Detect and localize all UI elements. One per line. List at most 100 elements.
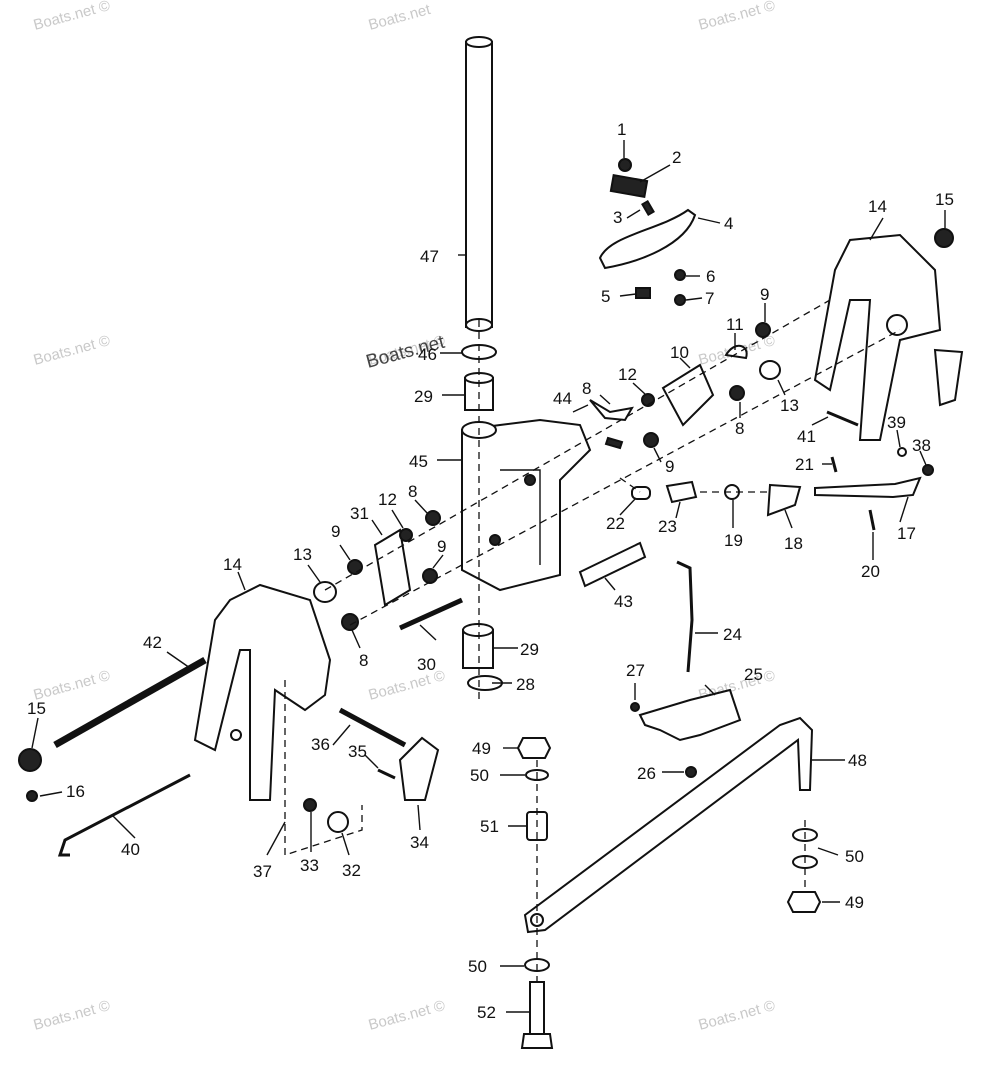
callout: 12 xyxy=(378,490,397,509)
callout: 22 xyxy=(606,514,625,533)
steering-tube xyxy=(465,36,493,332)
callout: 51 xyxy=(480,817,499,836)
callout: 26 xyxy=(637,764,656,783)
watermark: Boats.net © xyxy=(697,0,777,34)
callout: 10 xyxy=(670,343,689,362)
callout: 13 xyxy=(780,396,799,415)
callout: 35 xyxy=(348,742,367,761)
callout: 29 xyxy=(520,640,539,659)
plate-2 xyxy=(609,174,649,198)
callout: 34 xyxy=(410,833,429,852)
callout: 16 xyxy=(66,782,85,801)
screw-3 xyxy=(641,199,655,217)
callout: 27 xyxy=(626,661,645,680)
nut-9-d xyxy=(422,568,438,584)
screw-42 xyxy=(53,656,207,749)
callout: 28 xyxy=(516,675,535,694)
washer-39 xyxy=(897,447,907,457)
watermark: Boats.net xyxy=(367,1,433,34)
screw-35 xyxy=(377,768,396,780)
nut-49-top xyxy=(516,737,552,759)
plate-34 xyxy=(398,736,440,801)
callout: 9 xyxy=(331,522,340,541)
screw-27 xyxy=(630,702,640,712)
callout: 8 xyxy=(359,651,368,670)
swivel-bracket xyxy=(461,418,592,592)
pin-21 xyxy=(830,456,838,473)
callout: 30 xyxy=(417,655,436,674)
callout: 13 xyxy=(293,545,312,564)
screw-7 xyxy=(674,294,686,306)
callout: 36 xyxy=(311,735,330,754)
washer-16 xyxy=(26,790,38,802)
washer-13-left xyxy=(313,581,337,603)
bushing-29-lower xyxy=(462,623,494,669)
callout: 50 xyxy=(470,766,489,785)
dashed-guides xyxy=(284,299,901,985)
lever-18 xyxy=(766,483,802,517)
callout: 4 xyxy=(724,214,733,233)
callout: 15 xyxy=(27,699,46,718)
nut-6 xyxy=(674,269,686,281)
callout: 11 xyxy=(726,315,744,334)
link-23 xyxy=(665,480,698,504)
spring-44 xyxy=(604,436,624,450)
bolt-8-c xyxy=(425,510,441,526)
nut-9-a xyxy=(755,322,771,338)
callout: 49 xyxy=(472,739,491,758)
plate-10 xyxy=(661,363,715,427)
bracket-25 xyxy=(638,688,742,742)
callout: 25 xyxy=(744,665,763,684)
callout: 17 xyxy=(897,524,916,543)
callout: 38 xyxy=(912,436,931,455)
callout: 3 xyxy=(613,208,622,227)
callout: 19 xyxy=(724,531,743,550)
screw-36 xyxy=(338,707,407,748)
callout: 33 xyxy=(300,856,319,875)
screw-41 xyxy=(826,410,859,427)
plate-31 xyxy=(373,528,412,607)
shaft-30 xyxy=(398,597,464,631)
callout: 48 xyxy=(848,751,867,770)
callout: 44 xyxy=(553,389,572,408)
nut-15-right xyxy=(934,228,954,248)
callout: 9 xyxy=(437,537,446,556)
callout: 18 xyxy=(784,534,803,553)
callout: 9 xyxy=(665,457,674,476)
callout: 32 xyxy=(342,861,361,880)
callout: 49 xyxy=(845,893,864,912)
callout: 1 xyxy=(617,120,626,139)
bolt-8-b xyxy=(729,385,745,401)
washer-13-right xyxy=(759,360,781,380)
callout: 24 xyxy=(723,625,742,644)
callout: 23 xyxy=(658,517,677,536)
pin-20 xyxy=(868,509,876,531)
callout: 45 xyxy=(409,452,428,471)
callout: 5 xyxy=(601,287,610,306)
clamp-bracket-right xyxy=(813,233,964,441)
nut-26 xyxy=(685,766,697,778)
nut-49-bottom xyxy=(786,891,822,913)
washer-32 xyxy=(327,811,349,833)
nylon-insert-22 xyxy=(631,486,651,500)
callout: 2 xyxy=(672,148,681,167)
callout: 20 xyxy=(861,562,880,581)
callout-labels: 1 2 3 4 5 6 7 8 9 10 11 12 13 14 15 16 1… xyxy=(27,120,954,1022)
rod-40 xyxy=(57,773,191,857)
callout: 14 xyxy=(868,197,887,216)
clip-5 xyxy=(635,287,651,299)
callout: 12 xyxy=(618,365,637,384)
bolt-8-d xyxy=(341,613,359,631)
leader-lines xyxy=(31,140,946,1013)
callout: 15 xyxy=(935,190,954,209)
callout: 50 xyxy=(468,957,487,976)
callout: 50 xyxy=(845,847,864,866)
callout: 8 xyxy=(735,419,744,438)
callout: 29 xyxy=(414,387,433,406)
callout: 6 xyxy=(706,267,715,286)
nut-1 xyxy=(618,158,632,172)
callout: 42 xyxy=(143,633,162,652)
parts-drawing xyxy=(18,36,964,1049)
callout: 43 xyxy=(614,592,633,611)
